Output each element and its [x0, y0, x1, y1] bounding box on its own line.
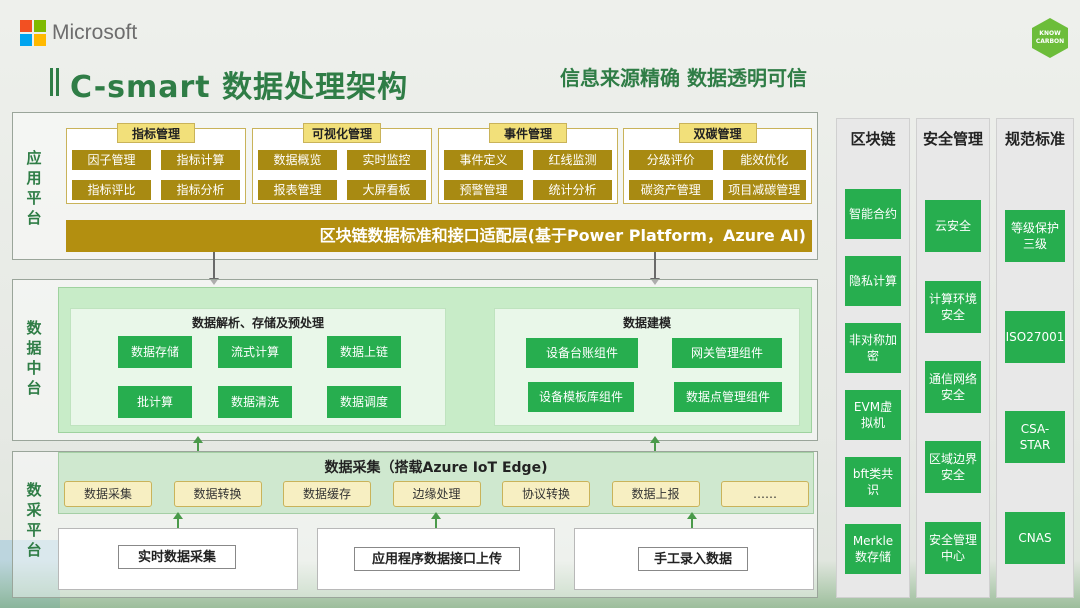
side-column-title: 安全管理 [916, 130, 990, 149]
source-label: 实时数据采集 [118, 545, 236, 569]
side-column-button[interactable]: 通信网络安全 [925, 361, 981, 413]
app-item-button[interactable]: 碳资产管理 [629, 180, 713, 200]
arrow-head-up [431, 512, 441, 519]
side-column-button[interactable]: EVM虚拟机 [845, 390, 901, 440]
app-item-button[interactable]: 指标评比 [72, 180, 151, 200]
data-model-button[interactable]: 设备模板库组件 [528, 382, 634, 412]
preprocess-panel-title: 数据解析、存储及预处理 [70, 314, 446, 331]
microsoft-grid-icon [20, 20, 46, 46]
data-process-button[interactable]: 数据调度 [327, 386, 401, 418]
app-item-button[interactable]: 红线监测 [533, 150, 612, 170]
collect-item-pill[interactable]: 数据缓存 [283, 481, 371, 507]
arrow-head-up [193, 436, 203, 443]
side-column-button[interactable]: 安全管理中心 [925, 522, 981, 574]
app-item-button[interactable]: 指标计算 [161, 150, 240, 170]
app-item-button[interactable]: 数据概览 [258, 150, 337, 170]
app-item-button[interactable]: 实时监控 [347, 150, 426, 170]
side-column-button[interactable]: 计算环境安全 [925, 281, 981, 333]
arrow-down [213, 252, 215, 280]
app-item-button[interactable]: 预警管理 [444, 180, 523, 200]
side-column-button[interactable]: bft类共识 [845, 457, 901, 507]
app-item-button[interactable]: 因子管理 [72, 150, 151, 170]
collect-item-pill[interactable]: 协议转换 [502, 481, 590, 507]
app-item-button[interactable]: 大屏看板 [347, 180, 426, 200]
data-model-button[interactable]: 网关管理组件 [672, 338, 782, 368]
app-group-title: 可视化管理 [303, 123, 381, 143]
arrow-up [435, 518, 437, 528]
data-process-button[interactable]: 数据上链 [327, 336, 401, 368]
app-group-title: 双碳管理 [679, 123, 757, 143]
collect-item-pill[interactable]: 数据上报 [612, 481, 700, 507]
collect-item-pill[interactable]: 数据采集 [64, 481, 152, 507]
arrow-up [177, 518, 179, 528]
arrow-up [691, 518, 693, 528]
collect-item-pill[interactable]: 边缘处理 [393, 481, 481, 507]
title-accent-bar [56, 68, 59, 96]
data-model-button[interactable]: 设备台账组件 [526, 338, 638, 368]
app-group-title: 指标管理 [117, 123, 195, 143]
app-item-button[interactable]: 报表管理 [258, 180, 337, 200]
data-process-button[interactable]: 批计算 [118, 386, 192, 418]
app-item-button[interactable]: 能效优化 [723, 150, 807, 170]
arrow-down [654, 252, 656, 280]
side-column-button[interactable]: 云安全 [925, 200, 981, 252]
side-column-button[interactable]: 智能合约 [845, 189, 901, 239]
side-column-title: 规范标准 [996, 130, 1074, 149]
app-group-title: 事件管理 [489, 123, 567, 143]
side-column-title: 区块链 [836, 130, 910, 149]
data-layer-label: 数据中台 [22, 318, 46, 398]
source-label: 应用程序数据接口上传 [354, 547, 520, 571]
data-process-button[interactable]: 数据清洗 [218, 386, 292, 418]
collect-item-pill[interactable]: …… [721, 481, 809, 507]
side-column-button[interactable]: 等级保护三级 [1005, 210, 1065, 262]
side-column-button[interactable]: ISO27001 [1005, 311, 1065, 363]
side-column-button[interactable]: 区域边界安全 [925, 441, 981, 493]
data-process-button[interactable]: 流式计算 [218, 336, 292, 368]
page-title: C-smart 数据处理架构 [70, 62, 408, 106]
arrow-head-up [650, 436, 660, 443]
side-column-button[interactable]: CNAS [1005, 512, 1065, 564]
microsoft-logo-text: Microsoft [52, 21, 137, 45]
arrow-head-up [173, 512, 183, 519]
collect-item-pill[interactable]: 数据转换 [174, 481, 262, 507]
arrow-head-up [687, 512, 697, 519]
app-item-button[interactable]: 统计分析 [533, 180, 612, 200]
side-column-button[interactable]: 非对称加密 [845, 323, 901, 373]
side-column-button[interactable]: Merkle数存储 [845, 524, 901, 574]
source-label: 手工录入数据 [638, 547, 748, 571]
side-column-button[interactable]: CSA-STAR [1005, 411, 1065, 463]
modeling-panel-title: 数据建模 [494, 314, 800, 331]
app-layer-label: 应用平台 [22, 148, 46, 228]
data-process-button[interactable]: 数据存储 [118, 336, 192, 368]
slogan: 信息来源精确 数据透明可信 [560, 62, 807, 91]
collect-layer-label: 数采平台 [22, 480, 46, 560]
title-accent-bar [50, 68, 53, 96]
app-item-button[interactable]: 项目减碳管理 [723, 180, 807, 200]
adapter-bar: 区块链数据标准和接口适配层(基于Power Platform，Azure AI) [66, 220, 812, 252]
microsoft-logo: Microsoft [20, 20, 137, 46]
app-item-button[interactable]: 指标分析 [161, 180, 240, 200]
data-model-button[interactable]: 数据点管理组件 [674, 382, 782, 412]
side-column-button[interactable]: 隐私计算 [845, 256, 901, 306]
app-item-button[interactable]: 事件定义 [444, 150, 523, 170]
collect-title: 数据采集（搭载Azure IoT Edge) [58, 457, 814, 477]
app-item-button[interactable]: 分级评价 [629, 150, 713, 170]
